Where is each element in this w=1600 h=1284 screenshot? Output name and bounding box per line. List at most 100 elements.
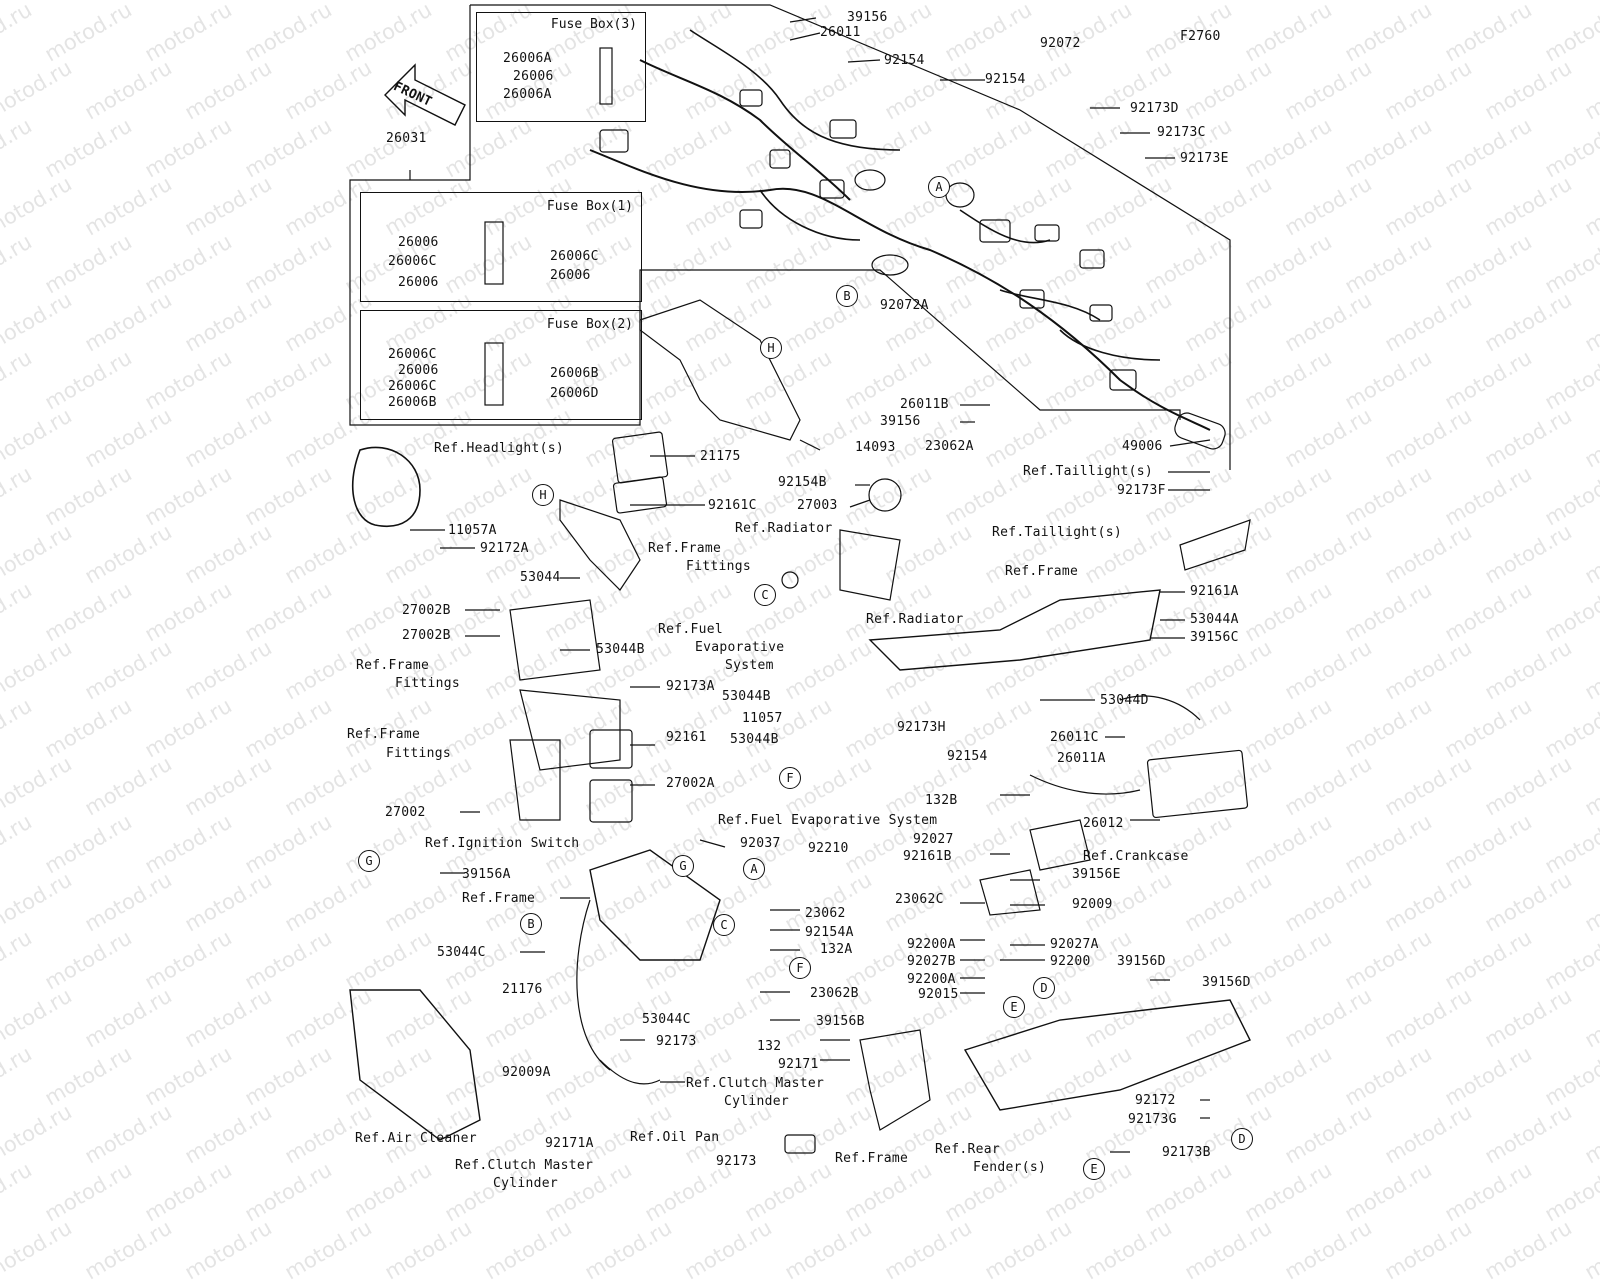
callout-d: D bbox=[1033, 977, 1055, 999]
ref-label: Ref.Radiator bbox=[866, 612, 964, 627]
watermark-text: motod.ru bbox=[1080, 1215, 1176, 1284]
ref-label: Ref.Frame bbox=[356, 658, 430, 673]
part-label: 92161A bbox=[1190, 584, 1239, 599]
plate-14093 bbox=[639, 299, 801, 441]
part-label: 92173F bbox=[1117, 483, 1166, 498]
ref-label: Ref.Frame bbox=[835, 1151, 909, 1166]
part-label: 26012 bbox=[1083, 816, 1124, 831]
part-label: 92200 bbox=[1050, 954, 1091, 969]
ref-label: Ref.Air Cleaner bbox=[355, 1131, 477, 1146]
ref-label: Cylinder bbox=[493, 1176, 559, 1191]
part-label: 92173G bbox=[1128, 1112, 1177, 1127]
part-label: 92172A bbox=[480, 541, 529, 556]
part-label: 53044C bbox=[437, 945, 486, 960]
part-label: 132B bbox=[925, 793, 958, 808]
part-label: 92154 bbox=[884, 53, 925, 68]
ref-label: Ref.Frame bbox=[648, 541, 722, 556]
ref-label: Ref.Frame bbox=[462, 891, 536, 906]
part-label: 23062 bbox=[805, 906, 846, 921]
part-label: 27003 bbox=[797, 498, 838, 513]
part-label: 27002A bbox=[666, 776, 715, 791]
part-label: 92200A bbox=[907, 972, 956, 987]
part-label: 92200A bbox=[907, 937, 956, 952]
part-label: 92154A bbox=[805, 925, 854, 940]
watermark-text: motod.ru bbox=[980, 1215, 1076, 1284]
ref-label: Ref.Crankcase bbox=[1083, 849, 1189, 864]
fuse-box-1-entry: 26006 bbox=[398, 275, 439, 290]
fuse-box-3-entry: 26006A bbox=[503, 51, 552, 66]
watermark-text: motod.ru bbox=[280, 1215, 376, 1284]
part-label: 92009A bbox=[502, 1065, 551, 1080]
fuse-box-1-entry: 26006 bbox=[398, 235, 439, 250]
fuse-box-3: Fuse Box(3) bbox=[476, 12, 646, 122]
main-harness bbox=[589, 149, 1211, 431]
callout-f: F bbox=[789, 957, 811, 979]
fuse-box-3-title: Fuse Box(3) bbox=[550, 17, 637, 32]
ref-label: Ref.Fuel bbox=[658, 622, 724, 637]
part-label: 53044B bbox=[596, 642, 645, 657]
part-label: 132A bbox=[820, 942, 853, 957]
part-label: 92210 bbox=[808, 841, 849, 856]
headlight bbox=[352, 446, 421, 527]
callout-c: C bbox=[754, 584, 776, 606]
part-label: 53044D bbox=[1100, 693, 1149, 708]
part-label: 26011C bbox=[1050, 730, 1099, 745]
part-label: 92172 bbox=[1135, 1093, 1176, 1108]
part-label: 92027B bbox=[907, 954, 956, 969]
part-label: 53044 bbox=[520, 570, 561, 585]
watermark-text: motod.ru bbox=[880, 1215, 976, 1284]
ref-label: Evaporative bbox=[695, 640, 785, 655]
part-label: 26011B bbox=[900, 397, 949, 412]
part-label: 92173 bbox=[656, 1034, 697, 1049]
watermark-text: motod.ru bbox=[580, 1215, 676, 1284]
part-label: 49006 bbox=[1122, 439, 1163, 454]
part-label: 39156E bbox=[1072, 867, 1121, 882]
part-label: 39156B bbox=[816, 1014, 865, 1029]
line-art bbox=[349, 4, 1251, 1154]
watermark-text: motod.ru bbox=[380, 1215, 476, 1284]
part-label: 26011 bbox=[820, 25, 861, 40]
ref-label: Ref.Taillight(s) bbox=[1023, 464, 1154, 479]
watermark-text: motod.ru bbox=[180, 1215, 276, 1284]
part-label: 53044B bbox=[730, 732, 779, 747]
part-label: 92173H bbox=[897, 720, 946, 735]
watermark-text: motod.ru bbox=[480, 1215, 576, 1284]
ref-label: Ref.Radiator bbox=[735, 521, 833, 536]
part-label: 92173B bbox=[1162, 1145, 1211, 1160]
watermark-text: motod.ru bbox=[1280, 1215, 1376, 1284]
part-label: 21176 bbox=[502, 982, 543, 997]
part-label: 39156 bbox=[880, 414, 921, 429]
part-label: 92173D bbox=[1130, 101, 1179, 116]
callout-f: F bbox=[779, 767, 801, 789]
part-label: 23062C bbox=[895, 892, 944, 907]
part-label: 92173E bbox=[1180, 151, 1229, 166]
part-label: 39156C bbox=[1190, 630, 1239, 645]
fuse-box-1-entry: 26006C bbox=[550, 249, 599, 264]
fuse-box-2-entry: 26006B bbox=[550, 366, 599, 381]
ref-label: Ref.Taillight(s) bbox=[992, 525, 1123, 540]
part-label: 53044C bbox=[642, 1012, 691, 1027]
ref-label: Ref.Fuel Evaporative System bbox=[718, 813, 938, 828]
part-label: 92072A bbox=[880, 298, 929, 313]
diagram-code: F2760 bbox=[1180, 29, 1221, 44]
battery bbox=[1146, 749, 1249, 819]
part-label: 53044B bbox=[722, 689, 771, 704]
part-label: 92173C bbox=[1157, 125, 1206, 140]
watermark-text: motod.ru bbox=[680, 1215, 776, 1284]
part-label: 92173 bbox=[716, 1154, 757, 1169]
watermark-text: motod.ru bbox=[1180, 1215, 1276, 1284]
ref-label: Fittings bbox=[686, 559, 752, 574]
fuse-box-2-entry: 26006 bbox=[398, 363, 439, 378]
frame bbox=[868, 589, 1161, 671]
callout-h: H bbox=[532, 484, 554, 506]
fuse-box-1-title: Fuse Box(1) bbox=[546, 199, 633, 214]
watermark-text: motod.ru bbox=[1380, 1215, 1476, 1284]
fuse-box-2-title: Fuse Box(2) bbox=[546, 317, 633, 332]
part-label: 92009 bbox=[1072, 897, 1113, 912]
ref-label: Ref.Clutch Master bbox=[686, 1076, 825, 1091]
watermark-text: motod.ru bbox=[80, 1215, 176, 1284]
callout-b: B bbox=[836, 285, 858, 307]
part-label: 11057 bbox=[742, 711, 783, 726]
ref-label: Ref.Headlight(s) bbox=[434, 441, 565, 456]
